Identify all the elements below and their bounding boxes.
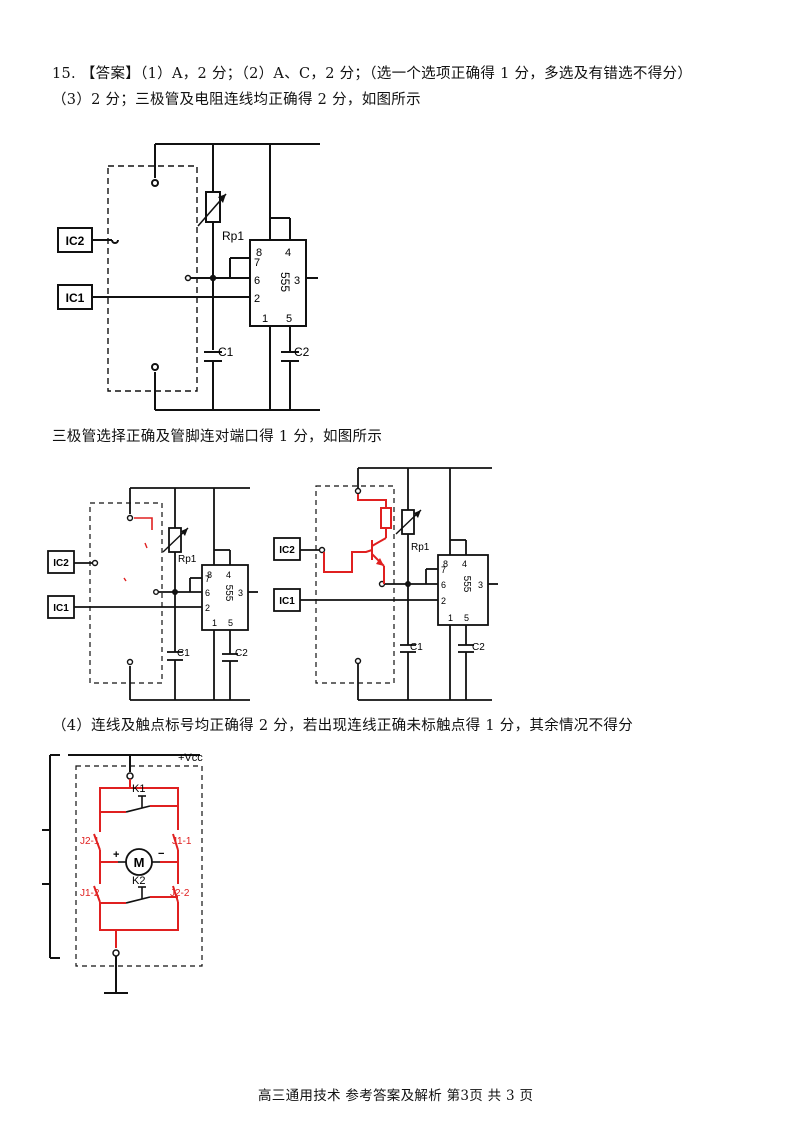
pin2-label: 2 <box>205 603 210 613</box>
vcc-label: +Vcc <box>178 752 203 764</box>
pin3-label: 3 <box>478 580 483 590</box>
ic2-label: IC2 <box>53 558 69 569</box>
pin6-label: 6 <box>205 588 210 598</box>
c2-label: C2 <box>472 642 485 653</box>
pin7-label: 7 <box>205 574 210 584</box>
c2-label: C2 <box>235 648 248 659</box>
pin4-label: 4 <box>285 247 291 259</box>
pin1-label: 1 <box>262 313 268 325</box>
pin8-label: 8 <box>256 247 262 259</box>
c1-label: C1 <box>410 642 423 653</box>
ic2-label: IC2 <box>66 234 85 248</box>
pin7-label: 7 <box>441 565 446 575</box>
c2-label: C2 <box>294 345 310 359</box>
pin3-label: 3 <box>238 588 243 598</box>
rp1-label: Rp1 <box>222 229 244 243</box>
motor-label: M <box>134 855 145 870</box>
pin1-label: 1 <box>212 618 217 628</box>
page-footer: 高三通用技术 参考答案及解析 第3页 共 3 页 <box>258 1088 534 1104</box>
pin5-label: 5 <box>286 313 292 325</box>
chip-label: 555 <box>278 272 292 292</box>
rp1-label: Rp1 <box>411 542 430 553</box>
c1-label: C1 <box>218 345 234 359</box>
pin2-label: 2 <box>254 293 260 305</box>
chip-label: 555 <box>461 576 472 593</box>
j2-2-label: J2-2 <box>170 888 190 899</box>
ic1-label: IC1 <box>53 603 69 614</box>
c1-label: C1 <box>177 648 190 659</box>
rp1-label: Rp1 <box>178 554 197 565</box>
answer-line-2: （3）2 分；三极管及电阻连线均正确得 2 分，如图所示 <box>52 92 421 108</box>
answer-line-4: （4）连线及触点标号均正确得 2 分，若出现连线正确未标触点得 1 分，其余情况… <box>52 718 634 734</box>
ic2-label: IC2 <box>279 545 295 556</box>
ic1-label: IC1 <box>66 291 85 305</box>
answer-line-1: 15. 【答案】（1）A，2 分；（2）A、C，2 分；（选一个选项正确得 1 … <box>52 66 693 82</box>
transistor-note: 三极管选择正确及管脚连对端口得 1 分，如图所示 <box>52 429 383 445</box>
pin6-label: 6 <box>441 580 446 590</box>
k1-label: K1 <box>132 783 145 795</box>
ic1-label: IC1 <box>279 596 295 607</box>
pin5-label: 5 <box>228 618 233 628</box>
pin2-label: 2 <box>441 596 446 606</box>
pin4-label: 4 <box>462 559 467 569</box>
pin4-label: 4 <box>226 570 231 580</box>
plus-label: + <box>113 849 119 861</box>
pin8-label: 8 <box>443 559 448 569</box>
k2-label: K2 <box>132 875 145 887</box>
pin6-label: 6 <box>254 275 260 287</box>
j1-2-label: J1-2 <box>80 888 100 899</box>
pin3-label: 3 <box>294 275 300 287</box>
pin5-label: 5 <box>464 613 469 623</box>
minus-label: − <box>158 848 164 860</box>
pin7-label: 7 <box>254 257 260 269</box>
j2-1-label: J2-1 <box>80 836 100 847</box>
pin1-label: 1 <box>448 613 453 623</box>
chip-label: 555 <box>223 585 234 602</box>
j1-1-label: J1-1 <box>172 836 192 847</box>
pin8-label: 8 <box>207 570 212 580</box>
